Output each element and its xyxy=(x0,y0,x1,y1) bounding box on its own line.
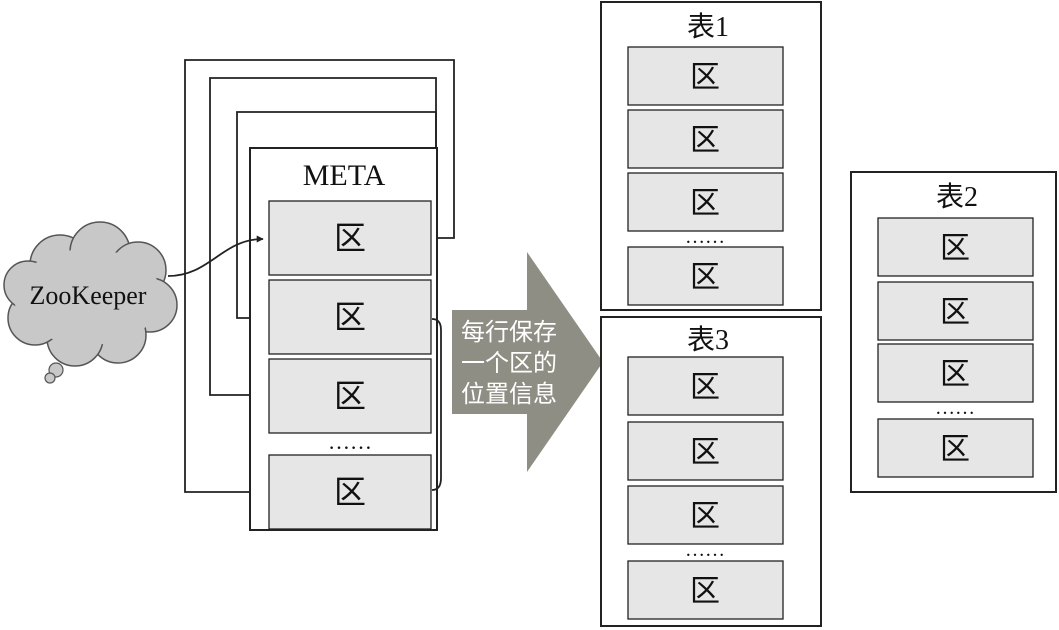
table-2-region-3-label: 区 xyxy=(940,358,970,391)
info-arrow-line-3: 位置信息 xyxy=(461,381,557,408)
table-1-region-4[interactable] xyxy=(627,246,784,306)
table-1-title: 表1 xyxy=(687,11,729,43)
table-3-region-3[interactable] xyxy=(627,485,784,545)
info-arrow-line-1: 每行保存 xyxy=(461,319,557,346)
table-1-region-3-label: 区 xyxy=(690,187,720,220)
meta-region-4[interactable] xyxy=(268,454,432,530)
table-3-region-2-label: 区 xyxy=(690,436,720,469)
table-1-region-2-label: 区 xyxy=(690,124,720,157)
table-3-region-4[interactable] xyxy=(627,560,784,620)
table-2-region-4[interactable] xyxy=(877,418,1034,478)
zookeeper-label: ZooKeeper xyxy=(30,281,147,310)
table-2-region-1[interactable] xyxy=(877,217,1034,277)
meta-region-2-label: 区 xyxy=(334,299,366,335)
table-3-region-1-label: 区 xyxy=(690,371,720,404)
table-2-region-3[interactable] xyxy=(877,343,1034,403)
table-1: 表1 区 区 区 …… 区 xyxy=(600,1,822,311)
table-2-region-4-label: 区 xyxy=(940,433,970,466)
table-3-title: 表3 xyxy=(687,324,729,356)
info-arrow: 每行保存 一个区的 位置信息 xyxy=(452,252,603,472)
table-3: 表3 区 区 区 …… 区 xyxy=(600,316,822,627)
route-line-1 xyxy=(184,59,455,496)
table-1-region-1-label: 区 xyxy=(690,61,720,94)
meta-ellipsis: …… xyxy=(328,429,372,454)
table-3-region-4-label: 区 xyxy=(690,575,720,608)
table-2: 表2 区 区 区 …… 区 xyxy=(850,171,1057,493)
table-2-region-2-label: 区 xyxy=(940,296,970,329)
table-3-region-2[interactable] xyxy=(627,421,784,481)
table-1-region-1[interactable] xyxy=(627,46,784,106)
meta-title: META xyxy=(303,159,386,192)
meta-region-3[interactable] xyxy=(268,358,432,434)
table-2-ellipsis: …… xyxy=(935,397,975,419)
table-2-region-1-label: 区 xyxy=(940,232,970,265)
table-1-region-4-label: 区 xyxy=(690,261,720,294)
meta-table: META 区 区 区 …… 区 xyxy=(249,147,438,531)
meta-region-3-label: 区 xyxy=(334,378,366,414)
meta-region-1[interactable] xyxy=(268,200,432,276)
info-arrow-shape xyxy=(452,252,603,472)
table-3-region-3-label: 区 xyxy=(690,500,720,533)
meta-region-1-label: 区 xyxy=(334,220,366,256)
info-arrow-line-2: 一个区的 xyxy=(461,350,557,377)
meta-region-2[interactable] xyxy=(268,279,432,355)
table-3-ellipsis: …… xyxy=(685,539,725,561)
table-2-region-2[interactable] xyxy=(877,281,1034,341)
meta-region-4-label: 区 xyxy=(334,474,366,510)
table-1-region-2[interactable] xyxy=(627,109,784,169)
table-3-region-1[interactable] xyxy=(627,356,784,416)
zookeeper-cloud: ZooKeeper xyxy=(3,221,178,384)
table-1-ellipsis: …… xyxy=(685,226,725,248)
meta-bracket xyxy=(431,318,442,491)
zookeeper-arrow xyxy=(167,235,264,277)
table-1-region-3[interactable] xyxy=(627,172,784,232)
table-2-title: 表2 xyxy=(936,181,978,213)
